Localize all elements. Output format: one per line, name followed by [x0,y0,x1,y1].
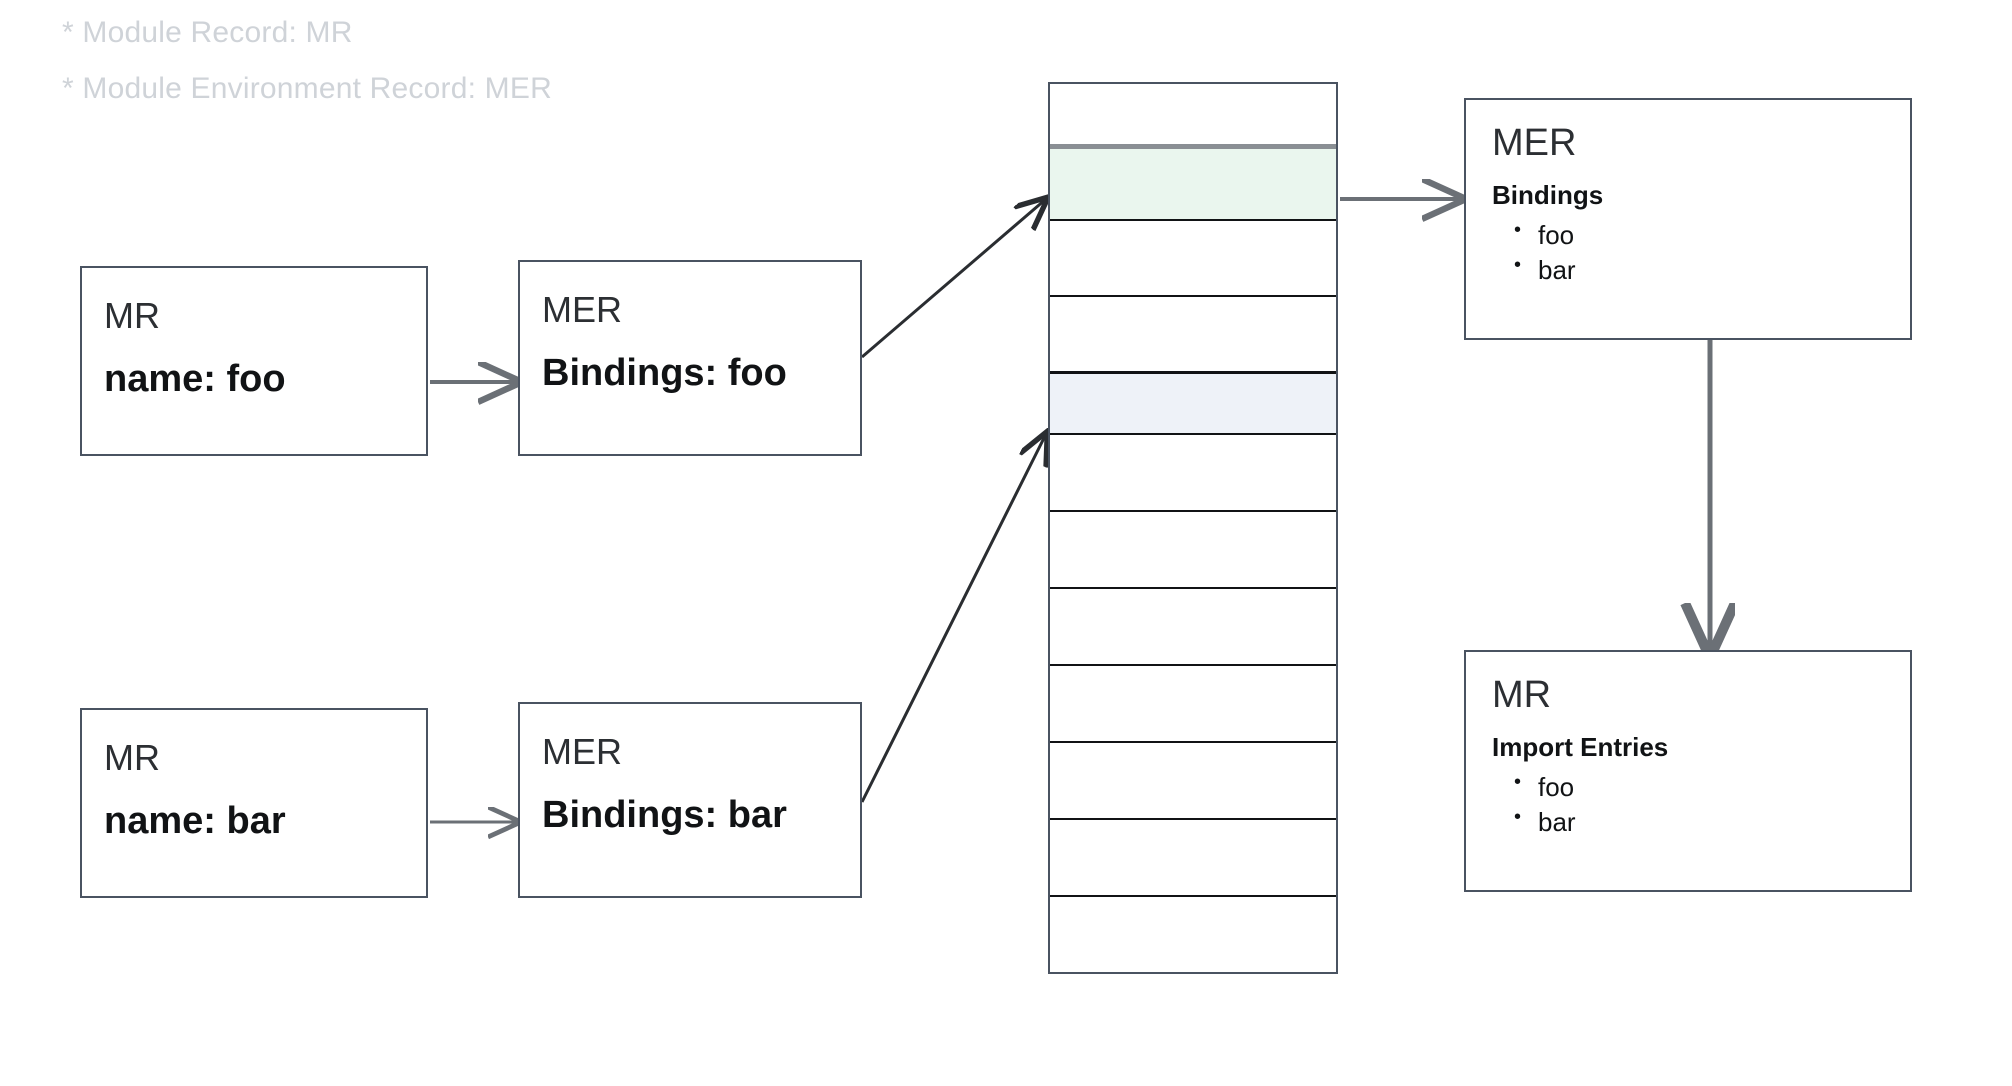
mr-detail-box-title: MR [1492,674,1552,716]
list-item: bar [1514,804,1575,840]
mr-detail-box-section: Import Entries [1492,732,1669,762]
list-item: bar [1514,252,1575,288]
mr-box-foo[interactable]: MR name: foo [80,266,428,456]
mer-detail-box[interactable]: MER Bindings foo bar [1464,98,1912,340]
arrow-mer-foo-to-green-cell [861,199,1046,359]
mer-box-foo-title: MER [542,289,622,330]
stack-cell-0[interactable] [1050,84,1336,144]
legend-line-module-environment-record: * Module Environment Record: MER [62,72,552,105]
mer-box-bar[interactable]: MER Bindings: bar [518,702,862,898]
module-map-stack[interactable] [1048,82,1338,974]
stack-cell-3[interactable] [1050,295,1336,371]
stack-cell-7[interactable] [1050,587,1336,664]
legend: * Module Record: MR * Module Environment… [62,18,882,130]
mr-box-foo-detail: name: foo [104,358,286,400]
mr-box-bar-detail: name: bar [104,800,286,842]
mr-detail-box[interactable]: MR Import Entries foo bar [1464,650,1912,892]
stack-cell-10[interactable] [1050,818,1336,895]
list-item: foo [1514,217,1576,253]
stack-cell-11[interactable] [1050,895,1336,972]
mer-detail-box-title: MER [1492,122,1577,164]
stack-cell-5[interactable] [1050,433,1336,510]
stack-cell-1[interactable] [1050,144,1336,219]
mer-bindings-list: foo bar [1508,217,1576,288]
stack-cell-2[interactable] [1050,219,1336,295]
legend-line-module-record: * Module Record: MR [62,16,353,49]
mer-detail-box-section: Bindings [1492,180,1604,210]
mr-box-bar[interactable]: MR name: bar [80,708,428,898]
stack-cell-6[interactable] [1050,510,1336,587]
mr-box-bar-title: MR [104,737,160,778]
stack-cell-9[interactable] [1050,741,1336,818]
mr-box-foo-title: MR [104,295,160,336]
mer-box-bar-title: MER [542,731,622,772]
stack-cell-8[interactable] [1050,664,1336,741]
list-item: foo [1514,769,1576,805]
mer-box-foo-detail: Bindings: foo [542,352,787,394]
mr-import-entries-list: foo bar [1508,769,1576,840]
mer-box-foo[interactable]: MER Bindings: foo [518,260,862,456]
stack-cell-4[interactable] [1050,371,1336,433]
arrow-mer-bar-to-blue-cell [860,434,1046,803]
mer-box-bar-detail: Bindings: bar [542,794,787,836]
